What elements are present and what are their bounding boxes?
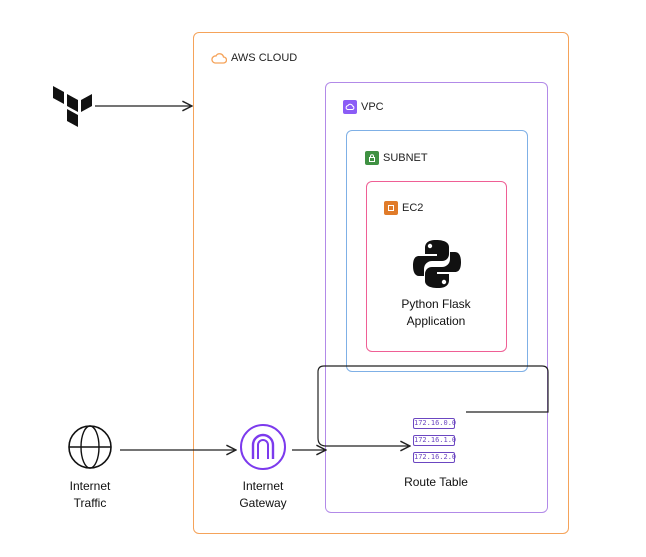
ec2-icon [384,201,398,215]
route-table-entry: 172.16.2.0 [413,452,457,463]
vpc-label: VPC [340,99,387,115]
internet-gateway-icon [240,424,286,470]
vpc-icon [343,100,357,114]
internet-gateway-line2: Gateway [239,496,287,510]
ec2-label-text: EC2 [402,202,424,214]
app-label-line1: Python Flask [401,297,471,311]
internet-gateway-label: Internet Gateway [222,478,304,512]
ec2-group [366,181,507,352]
internet-traffic-line1: Internet [69,479,111,493]
route-table-entry: 172.16.1.0 [413,435,457,446]
subnet-label-text: SUBNET [383,152,428,164]
route-loop [317,365,549,446]
subnet-label: SUBNET [362,150,431,166]
globe-icon [68,425,112,469]
route-table-label: Route Table [404,475,468,489]
aws-cloud-group [193,32,569,534]
route-table-entry: 172.16.0.0 [413,418,457,429]
vpc-group [325,82,548,513]
python-icon [413,240,461,288]
aws-cloud-label: AWS CLOUD [208,51,301,65]
route-table-icon: 172.16.0.0 172.16.1.0 172.16.2.0 [412,418,456,466]
lock-icon [365,151,379,165]
internet-traffic-line2: Traffic [73,496,107,510]
aws-cloud-label-text: AWS CLOUD [231,52,298,64]
cloud-icon [211,53,227,64]
vpc-label-text: VPC [361,101,384,113]
internet-gateway-line1: Internet [242,479,284,493]
ec2-label: EC2 [381,200,427,216]
terraform-icon [53,86,92,127]
subnet-group [346,130,528,372]
app-label: Python Flask Application [376,296,496,330]
app-label-line2: Application [406,314,466,328]
internet-traffic-label: Internet Traffic [50,478,130,512]
